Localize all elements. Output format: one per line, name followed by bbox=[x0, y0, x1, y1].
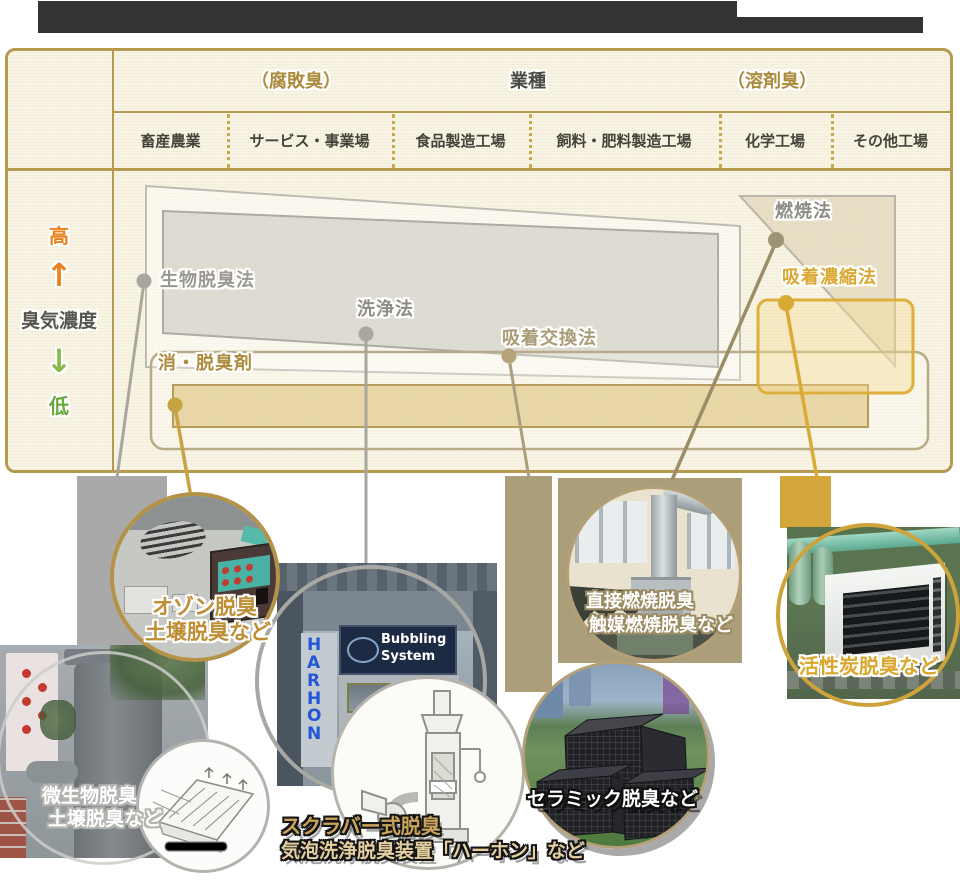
axis-column-divider bbox=[112, 51, 114, 470]
axis-odor-concentration-label: 臭気濃度 bbox=[20, 310, 97, 332]
method-bio-label: 生物脱臭法 bbox=[160, 270, 255, 291]
column-separator bbox=[831, 114, 834, 168]
panel-switch bbox=[256, 587, 268, 605]
method-adsorption-concentration-label: 吸着濃縮法 bbox=[782, 267, 877, 288]
activated-carbon-circle-ring bbox=[776, 523, 960, 707]
axis-low-label: 低 bbox=[49, 394, 69, 418]
building-windows-left bbox=[575, 501, 647, 563]
header-row-divider bbox=[114, 111, 950, 113]
industry-heading: 業種 bbox=[510, 71, 546, 92]
column-separator bbox=[719, 114, 722, 168]
duct-vertical bbox=[651, 495, 677, 581]
top-dark-bar bbox=[38, 1, 737, 33]
column-other-factory: その他工場 bbox=[852, 132, 928, 150]
microbial-caption-line2: 土壌脱臭など bbox=[48, 808, 163, 830]
header-bottom-divider bbox=[8, 168, 950, 171]
scrubber-diagram-circle bbox=[331, 676, 525, 870]
activated-carbon-caption: 活性炭脱臭など bbox=[799, 654, 939, 678]
odor-group-solvent: （溶剤臭） bbox=[727, 71, 817, 92]
scrubber-line-drawing bbox=[361, 690, 486, 843]
ceramic-photo-circle bbox=[522, 661, 710, 849]
method-washing-label: 洗浄法 bbox=[357, 299, 414, 320]
column-feed-fertilizer: 飼料・肥料製造工場 bbox=[556, 132, 692, 150]
city-building-3 bbox=[663, 674, 689, 714]
activated-carbon-connector-band bbox=[780, 476, 831, 528]
method-combustion-label: 燃焼法 bbox=[775, 201, 832, 222]
adsorption-exchange-connector-band bbox=[505, 476, 552, 692]
direct-combustion-caption-line2: 触媒燃焼脱臭など bbox=[589, 615, 733, 636]
column-food-factory: 食品製造工場 bbox=[415, 132, 506, 150]
column-chemical: 化学工場 bbox=[744, 132, 805, 150]
building-windows-right bbox=[687, 513, 735, 569]
scrubber-caption-line2: 気泡洗浄脱臭装置「ハーホン」など bbox=[281, 840, 586, 862]
cabinet-indicator-lights bbox=[22, 669, 31, 678]
direct-combustion-caption-line1: 直接燃焼脱臭 bbox=[586, 591, 694, 612]
scrubber-caption-line1: スクラバー式脱臭 bbox=[281, 814, 441, 838]
method-deodorant-label: 消・脱臭剤 bbox=[158, 353, 253, 374]
odor-group-putrid: （腐敗臭） bbox=[251, 71, 341, 92]
column-separator bbox=[392, 114, 395, 168]
soil-deodorization-diagram-circle bbox=[136, 739, 270, 873]
ozone-caption-line2: 土壌脱臭など bbox=[145, 620, 271, 644]
axis-high-label: 高 bbox=[49, 224, 69, 248]
city-building-2 bbox=[569, 664, 591, 706]
microbial-caption-line1: 微生物脱臭 bbox=[42, 785, 138, 807]
ozone-caption-line1: オゾン脱臭 bbox=[152, 595, 257, 619]
axis-down-arrow: ↓ bbox=[45, 342, 73, 380]
column-separator bbox=[529, 114, 532, 168]
column-service: サービス・事業場 bbox=[249, 132, 370, 150]
ozone-label-sticker-small bbox=[172, 594, 198, 612]
method-adsorption-exchange-label: 吸着交換法 bbox=[502, 328, 597, 349]
top-dark-bar-extension bbox=[737, 17, 923, 33]
column-livestock: 畜産農業 bbox=[140, 132, 201, 150]
ceramic-blocks-drawing bbox=[536, 713, 707, 841]
ceramic-caption: セラミック脱臭など bbox=[527, 788, 699, 810]
column-separator bbox=[227, 114, 230, 168]
soil-diagram-drawing bbox=[152, 766, 255, 853]
axis-up-arrow: ↑ bbox=[45, 256, 73, 294]
